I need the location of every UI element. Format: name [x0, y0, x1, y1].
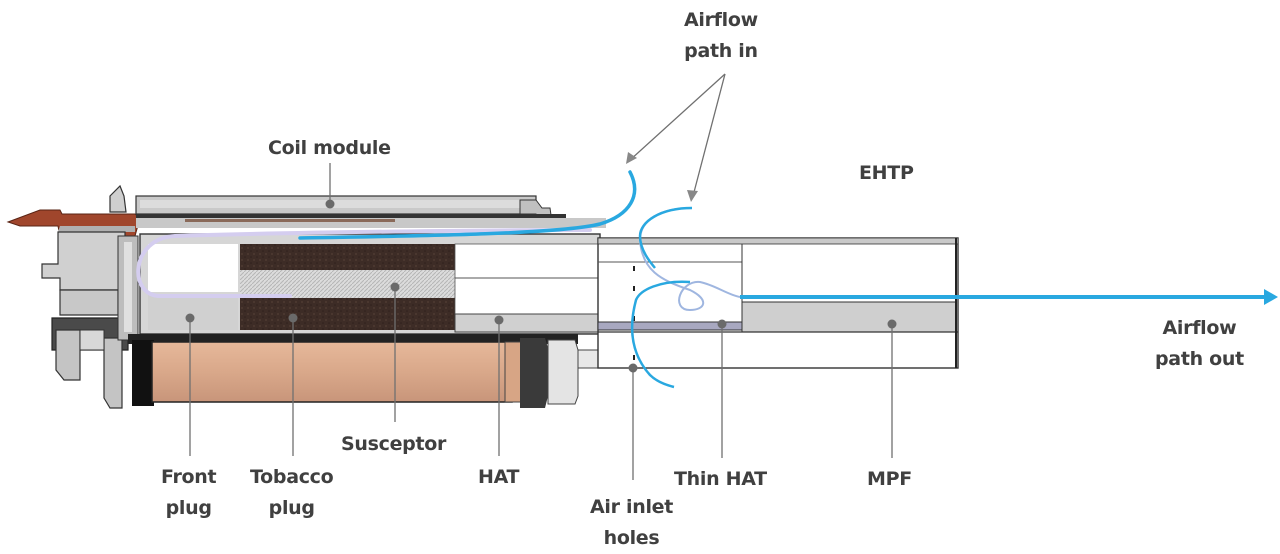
front-plug-part	[148, 294, 238, 330]
label-text: Air inlet	[590, 496, 674, 518]
label-text: Airflow	[1162, 317, 1237, 339]
label-mpf: MPF	[867, 464, 912, 495]
label-coil-module: Coil module	[268, 133, 391, 164]
label-text: Susceptor	[341, 433, 447, 455]
airflow-in-path-outer	[298, 170, 637, 240]
label-text: Tobacco	[250, 466, 334, 488]
label-text: holes	[603, 527, 660, 549]
ehtp-mouthpiece	[597, 237, 959, 369]
label-text: path out	[1155, 348, 1244, 370]
label-text: Airflow	[684, 9, 758, 31]
airflow-out-arrowhead-icon	[1264, 289, 1278, 305]
label-text: Thin HAT	[674, 468, 767, 490]
label-text: HAT	[478, 466, 520, 488]
label-text: path in	[684, 40, 758, 62]
label-susceptor: Susceptor	[341, 429, 446, 460]
mpf-part	[741, 301, 957, 333]
stick-tube	[139, 233, 601, 335]
airflow-in-arrow-right	[692, 73, 726, 197]
airflow-paths	[136, 170, 1278, 389]
label-text: plug	[165, 497, 212, 519]
label-hat: HAT	[478, 462, 520, 493]
label-text: MPF	[867, 468, 912, 490]
label-tobacco-plug: Tobacco plug	[250, 462, 334, 524]
label-airflow-in: Airflow path in	[684, 5, 758, 67]
label-air-inlet-holes: Air inlet holes	[590, 492, 673, 554]
inner-airflow-path	[136, 228, 592, 298]
label-airflow-out: Airflow path out	[1155, 313, 1244, 375]
label-text: Front	[161, 466, 217, 488]
copper-coil-part	[128, 334, 601, 408]
label-ehtp: EHTP	[859, 158, 914, 189]
airflow-in-arrow-left	[629, 73, 726, 161]
coil-module-part	[135, 195, 606, 228]
label-text: Coil module	[268, 137, 391, 159]
device-housing	[6, 184, 141, 409]
airflow-inlet-lower	[630, 280, 691, 389]
leader-lines	[185, 73, 897, 480]
label-text: plug	[268, 497, 315, 519]
label-front-plug: Front plug	[161, 462, 217, 524]
label-text: EHTP	[859, 162, 914, 184]
susceptor-part	[240, 270, 455, 298]
label-thin-hat: Thin HAT	[674, 464, 767, 495]
